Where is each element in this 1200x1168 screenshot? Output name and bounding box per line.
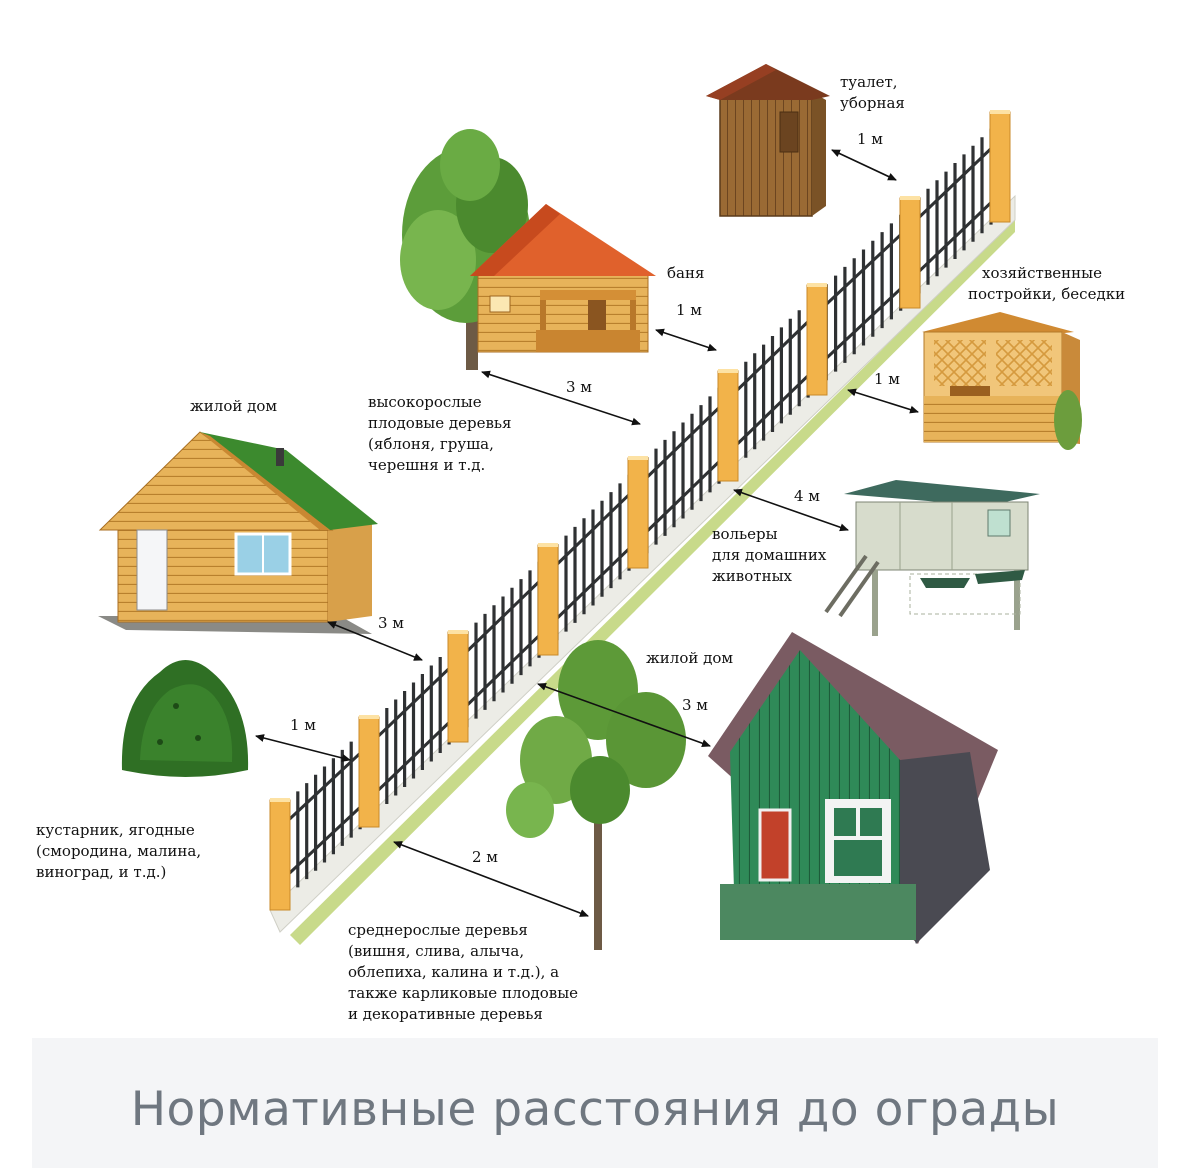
shrub-illustration — [121, 660, 249, 777]
diagram-scene: туалет, уборная баня хозяйственные постр… — [36, 64, 1126, 1023]
fence-post-cap — [538, 543, 558, 547]
distance-tall-trees: 3 м — [566, 378, 592, 396]
fence — [269, 110, 1016, 945]
label-house-left: жилой дом — [190, 397, 278, 415]
fence-post — [989, 111, 1011, 223]
label-outbuildings: хозяйственные постройки, беседки — [968, 264, 1126, 303]
label-enclosures: вольеры для домашних животных — [712, 525, 827, 585]
label-house-right: жилой дом — [646, 649, 734, 667]
distance-medium-trees: 2 м — [472, 848, 498, 866]
distance-sauna: 1 м — [676, 301, 702, 319]
fence-post — [537, 544, 559, 656]
caption-text: Нормативные расстояния до ограды — [130, 1082, 1060, 1137]
fence-post-cap — [270, 798, 290, 802]
fence-post-cap — [900, 196, 920, 200]
label-shrubs: кустарник, ягодные (смородина, малина, в… — [36, 821, 202, 881]
fence-panel — [456, 561, 550, 728]
fence-post — [447, 631, 469, 743]
sauna-illustration — [400, 129, 656, 370]
label-medium-trees: среднерослые деревья (вишня, слива, алыч… — [348, 921, 579, 1023]
fence-post-cap — [990, 110, 1010, 114]
fence-post — [269, 799, 291, 911]
enclosure-illustration — [824, 480, 1040, 636]
toilet-illustration — [706, 64, 830, 217]
fence-post — [899, 197, 921, 309]
fence-post-cap — [448, 630, 468, 634]
distance-house-left: 3 м — [378, 614, 404, 632]
caption-bar: Нормативные расстояния до ограды — [32, 1038, 1158, 1168]
distance-arrows — [255, 149, 919, 917]
distance-shrubs: 1 м — [290, 716, 316, 734]
fence-post-cap — [807, 283, 827, 287]
fence-panel — [908, 128, 1002, 294]
fence-post-cap — [628, 456, 648, 460]
label-tall-trees: высокорослые плодовые деревья (яблоня, г… — [368, 393, 512, 474]
label-toilet: туалет, уборная — [840, 73, 905, 112]
fence-posts — [269, 110, 1011, 911]
fence-grass — [290, 218, 1015, 945]
fence-post — [358, 716, 380, 828]
distance-enclosures: 4 м — [794, 487, 820, 505]
fence-post — [806, 284, 828, 396]
fence-post — [717, 370, 739, 482]
label-sauna: баня — [667, 264, 705, 282]
gazebo-illustration — [922, 312, 1082, 450]
distance-house-right: 3 м — [682, 696, 708, 714]
house-right-illustration — [708, 632, 998, 944]
fence-post-cap — [359, 715, 379, 719]
diagram-illustration — [98, 64, 1082, 950]
house-left-illustration — [98, 431, 378, 634]
distance-toilet: 1 м — [857, 130, 883, 148]
fence-post — [627, 457, 649, 569]
fence-post-cap — [718, 369, 738, 373]
distance-outbuildings: 1 м — [874, 370, 900, 388]
